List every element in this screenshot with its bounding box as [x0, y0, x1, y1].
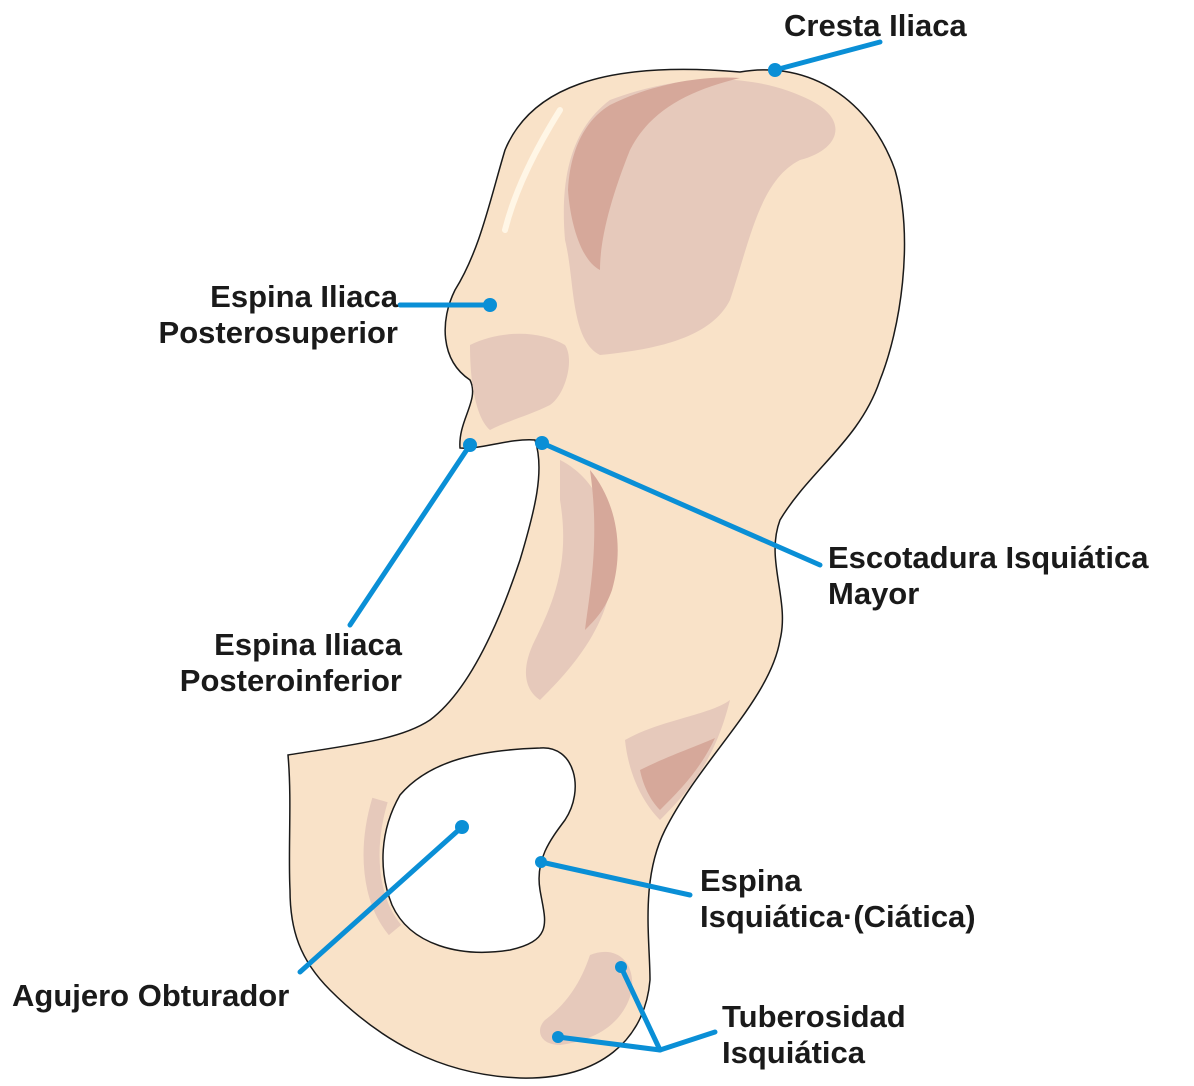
label-escotadura-line2: Mayor	[828, 576, 1148, 612]
leader-tuberosidad-c	[660, 1032, 715, 1050]
label-espina-iliaca-posterosuperior: Espina Iliaca Posterosuperior	[120, 279, 398, 351]
label-espina-isquiatica: Espina Isquiática·(Ciática)	[700, 863, 976, 935]
marker-tuberosidad-a	[615, 961, 627, 973]
label-tuberosidad-line2: Isquiática	[722, 1035, 906, 1071]
marker-eips	[483, 298, 497, 312]
label-cresta-iliaca: Cresta Iliaca	[784, 8, 967, 44]
label-eipi-line1: Espina Iliaca	[130, 627, 402, 663]
label-espina-isq-line2: Isquiática·(Ciática)	[700, 899, 976, 935]
marker-tuberosidad-b	[552, 1031, 564, 1043]
label-agujero-obturador: Agujero Obturador	[12, 978, 289, 1014]
leader-eipi	[350, 445, 470, 625]
marker-espina-isq	[535, 856, 547, 868]
label-espina-isq-line1: Espina	[700, 863, 976, 899]
label-escotadura-isquiatica-mayor: Escotadura Isquiática Mayor	[828, 540, 1148, 612]
marker-cresta	[768, 63, 782, 77]
label-tuberosidad-isquiatica: Tuberosidad Isquiática	[722, 999, 906, 1071]
marker-agujero	[455, 820, 469, 834]
label-eips-line1: Espina Iliaca	[120, 279, 398, 315]
label-eipi-line2: Posteroinferior	[130, 663, 402, 699]
label-escotadura-line1: Escotadura Isquiática	[828, 540, 1148, 576]
label-tuberosidad-line1: Tuberosidad	[722, 999, 906, 1035]
label-eips-line2: Posterosuperior	[120, 315, 398, 351]
leader-cresta	[775, 42, 880, 70]
marker-eipi	[463, 438, 477, 452]
marker-escotadura	[535, 436, 549, 450]
label-espina-iliaca-posteroinferior: Espina Iliaca Posteroinferior	[130, 627, 402, 699]
